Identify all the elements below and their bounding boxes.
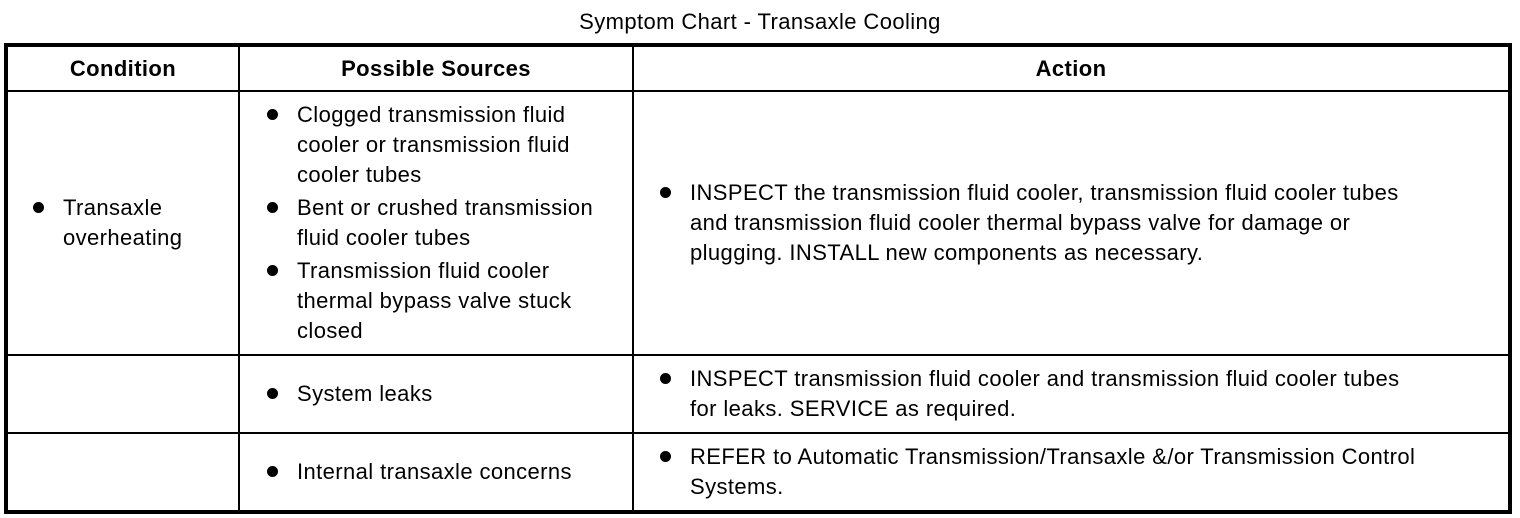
condition-cell [5,432,240,513]
action-cell: INSPECT transmission fluid cooler and tr… [632,354,1511,434]
bullet-icon [267,202,278,213]
bullet-text: Bent or crushed transmission fluid coole… [297,195,594,250]
possible-sources-cell: Internal transaxle concerns [238,432,634,513]
bullet-item: INSPECT transmission fluid cooler and tr… [660,364,1498,424]
column-header-possible-sources: Possible Sources [238,44,634,92]
bullet-item: Clogged transmission fluid cooler or tra… [267,100,622,190]
page-title: Symptom Chart - Transaxle Cooling [579,8,941,34]
action-list: INSPECT transmission fluid cooler and tr… [660,364,1498,424]
bullet-item: INSPECT the transmission fluid cooler, t… [660,178,1498,268]
bullet-text: Internal transaxle concerns [297,459,572,484]
bullet-icon [267,466,278,477]
bullet-item: Transaxle overheating [33,193,228,253]
possible-sources-list: Clogged transmission fluid cooler or tra… [267,100,622,346]
condition-list: Transaxle overheating [33,193,228,253]
action-list: INSPECT the transmission fluid cooler, t… [660,178,1498,268]
symptom-chart-table: Condition Possible Sources Action Transa… [4,43,1512,514]
table-row: System leaks INSPECT transmission fluid … [5,354,1511,434]
bullet-icon [267,388,278,399]
action-cell: INSPECT the transmission fluid cooler, t… [632,90,1511,356]
possible-sources-list: System leaks [267,379,622,409]
bullet-icon [267,265,278,276]
bullet-text: Transmission fluid cooler thermal bypass… [297,258,572,343]
bullet-text: REFER to Automatic Transmission/Transaxl… [690,444,1416,499]
possible-sources-list: Internal transaxle concerns [267,457,622,487]
bullet-icon [267,109,278,120]
bullet-icon [660,451,671,462]
bullet-text: Clogged transmission fluid cooler or tra… [297,102,570,187]
bullet-item: Internal transaxle concerns [267,457,622,487]
table-row: Transaxle overheating Clogged transmissi… [5,90,1511,356]
bullet-item: REFER to Automatic Transmission/Transaxl… [660,442,1498,502]
bullet-icon [33,202,44,213]
condition-cell: Transaxle overheating [5,90,240,356]
table-header-row: Condition Possible Sources Action [5,44,1511,92]
action-cell: REFER to Automatic Transmission/Transaxl… [632,432,1511,513]
bullet-item: Bent or crushed transmission fluid coole… [267,193,622,253]
bullet-text: System leaks [297,381,433,406]
column-header-condition: Condition [5,44,240,92]
possible-sources-cell: System leaks [238,354,634,434]
bullet-text: Transaxle overheating [63,195,183,250]
possible-sources-cell: Clogged transmission fluid cooler or tra… [238,90,634,356]
bullet-text: INSPECT transmission fluid cooler and tr… [690,366,1400,421]
table-row: Internal transaxle concerns REFER to Aut… [5,432,1511,513]
condition-cell [5,354,240,434]
bullet-text: INSPECT the transmission fluid cooler, t… [690,180,1399,265]
bullet-icon [660,187,671,198]
bullet-item: System leaks [267,379,622,409]
bullet-item: Transmission fluid cooler thermal bypass… [267,256,622,346]
action-list: REFER to Automatic Transmission/Transaxl… [660,442,1498,502]
column-header-action: Action [632,44,1511,92]
bullet-icon [660,373,671,384]
